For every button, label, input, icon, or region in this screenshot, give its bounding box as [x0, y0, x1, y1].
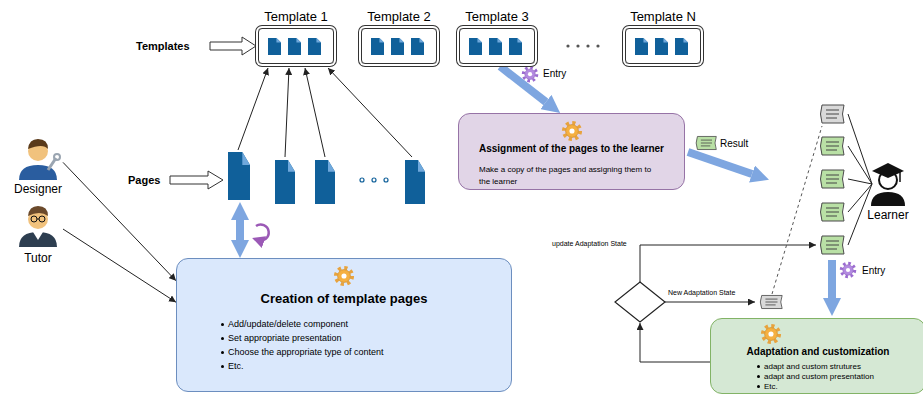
template-title: Template 3 [465, 9, 529, 24]
box-title: Assignment of the pages to the learner [459, 143, 684, 156]
designer-actor: Designer [13, 138, 63, 196]
template-title: Template 2 [367, 9, 431, 24]
bullet-row: Add/update/delete component [177, 317, 511, 331]
tutor-actor: Tutor [13, 203, 63, 265]
document-icons [268, 38, 321, 55]
hollow-arrow [170, 171, 223, 189]
result-label: Result [720, 137, 748, 150]
gear-icon [763, 326, 780, 343]
gear-icon [760, 323, 782, 345]
page-icon [228, 152, 250, 200]
result-scroll [696, 136, 716, 149]
template-title: Template N [630, 9, 696, 24]
page-icon [275, 160, 295, 204]
learner-lines [848, 114, 872, 245]
bullet-row: adapt and custom presentation [711, 372, 923, 382]
bullet-row: Etc. [711, 382, 923, 392]
actor-name: Designer [13, 182, 63, 196]
bullet-dot [757, 365, 760, 368]
document-icons [635, 38, 688, 55]
bullet-text: Set appropriate presentation [228, 331, 342, 345]
entry-arrow [500, 66, 546, 102]
update-line [640, 245, 816, 282]
gear-icon [333, 265, 355, 287]
page-scroll [821, 170, 845, 188]
flow-label: update Adaptation State [552, 239, 627, 248]
bullet-text: Etc. [764, 382, 778, 392]
gear-icon [523, 67, 537, 81]
bullet-row: Choose the appropriate type of content [177, 345, 511, 359]
gear-icon [336, 268, 353, 285]
gear-icon [841, 263, 855, 277]
page-scroll [821, 137, 845, 155]
bullet-dot [221, 337, 224, 340]
cycle-icon [256, 224, 269, 240]
double-arrow [236, 220, 244, 240]
bullet-row: Etc. [177, 359, 511, 373]
section-label: Templates [136, 39, 190, 53]
template-group: Template 1 [258, 28, 334, 64]
entry-arrow [828, 260, 836, 298]
page-scroll [821, 236, 845, 254]
document-icons [469, 38, 522, 55]
gear-icon [564, 123, 581, 140]
page-icon [315, 160, 335, 204]
actor-link [63, 162, 176, 280]
process-box: Creation of template pagesAdd/update/del… [176, 258, 512, 392]
decision-diamond [615, 282, 665, 322]
template-group: Template 2 [361, 28, 437, 64]
tutor-icon [19, 206, 57, 247]
state-scroll [760, 295, 782, 308]
template-group: Template 3 [459, 28, 535, 64]
bullet-dot [221, 351, 224, 354]
actor-name: Learner [863, 208, 913, 222]
actor-name: Tutor [13, 251, 63, 265]
flow-label: New Adaptation State [668, 288, 735, 297]
ellipsis-dots [360, 178, 388, 182]
bullet-dot [757, 385, 760, 388]
actor-link [63, 229, 176, 302]
page-scroll [821, 203, 845, 221]
entry-label: Entry [862, 264, 885, 277]
learner-icon [871, 163, 905, 206]
state-scroll [821, 105, 845, 123]
edge-label: Entry [543, 68, 566, 80]
process-box: Assignment of the pages to the learnerMa… [458, 113, 685, 190]
bullet-row: Set appropriate presentation [177, 331, 511, 345]
page-to-template-arrows [238, 68, 412, 157]
bullet-text: Etc. [228, 359, 244, 373]
bullet-dot [757, 375, 760, 378]
template-title: Template 1 [264, 9, 328, 24]
page-icon [405, 160, 425, 204]
new-state-line [665, 302, 755, 303]
ellipsis-dots [566, 44, 599, 47]
learner-actor: Learner [863, 152, 913, 222]
dashed-link [772, 126, 822, 294]
bullet-text: adapt and custom presentation [764, 372, 874, 382]
section-label: Pages [128, 173, 160, 187]
loop-line [640, 323, 710, 362]
box-title: Creation of template pages [177, 291, 511, 307]
bullet-dot [221, 365, 224, 368]
bullet-text: adapt and custom strutures [764, 362, 861, 372]
designer-icon [19, 139, 60, 180]
bullet-dot [221, 323, 224, 326]
gear-icon [561, 120, 583, 142]
result-arrow [688, 152, 752, 174]
box-title: Adaptation and customization [711, 346, 923, 359]
box-body: Make a copy of the pages and assigning t… [479, 164, 664, 188]
process-box: Adaptation and customization adapt and cu… [710, 318, 923, 394]
bullet-text: Choose the appropriate type of content [228, 345, 384, 359]
document-icons [371, 38, 424, 55]
template-group: Template N [625, 28, 701, 64]
bullet-text: Add/update/delete component [228, 317, 348, 331]
hollow-arrow [210, 37, 256, 55]
bullet-row: adapt and custom strutures [711, 362, 923, 372]
